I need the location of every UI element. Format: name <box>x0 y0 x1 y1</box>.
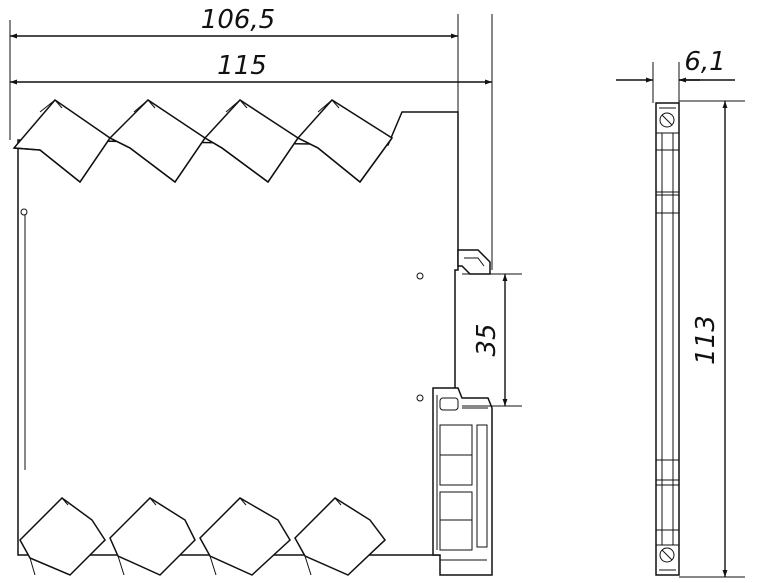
bottom-terminals <box>19 497 387 576</box>
din-latch <box>432 387 493 576</box>
screw-hole-lower <box>416 394 424 402</box>
dim-label-outer-width: 115 <box>217 51 267 81</box>
rail-clip-top <box>457 249 491 275</box>
top-terminals <box>12 98 394 184</box>
side-body <box>655 102 680 576</box>
side-detail-lower-2 <box>655 484 680 531</box>
housing-mark <box>20 208 28 216</box>
screw-hole-upper <box>416 272 424 280</box>
front-view: 106,5 115 35 <box>9 5 522 576</box>
side-top-terminal <box>655 102 680 134</box>
dim-label-depth: 6,1 <box>684 47 725 77</box>
side-detail-lower <box>655 459 680 481</box>
side-detail-upper <box>655 149 680 193</box>
dim-label-rail-height: 35 <box>472 323 502 356</box>
side-detail-upper-2 <box>655 194 680 214</box>
dim-label-inner-width: 106,5 <box>201 5 275 35</box>
side-bottom-terminal <box>655 544 680 576</box>
dim-label-side-height: 113 <box>691 315 721 365</box>
housing-outline <box>17 111 459 556</box>
side-view: 6,1 113 <box>616 47 745 578</box>
